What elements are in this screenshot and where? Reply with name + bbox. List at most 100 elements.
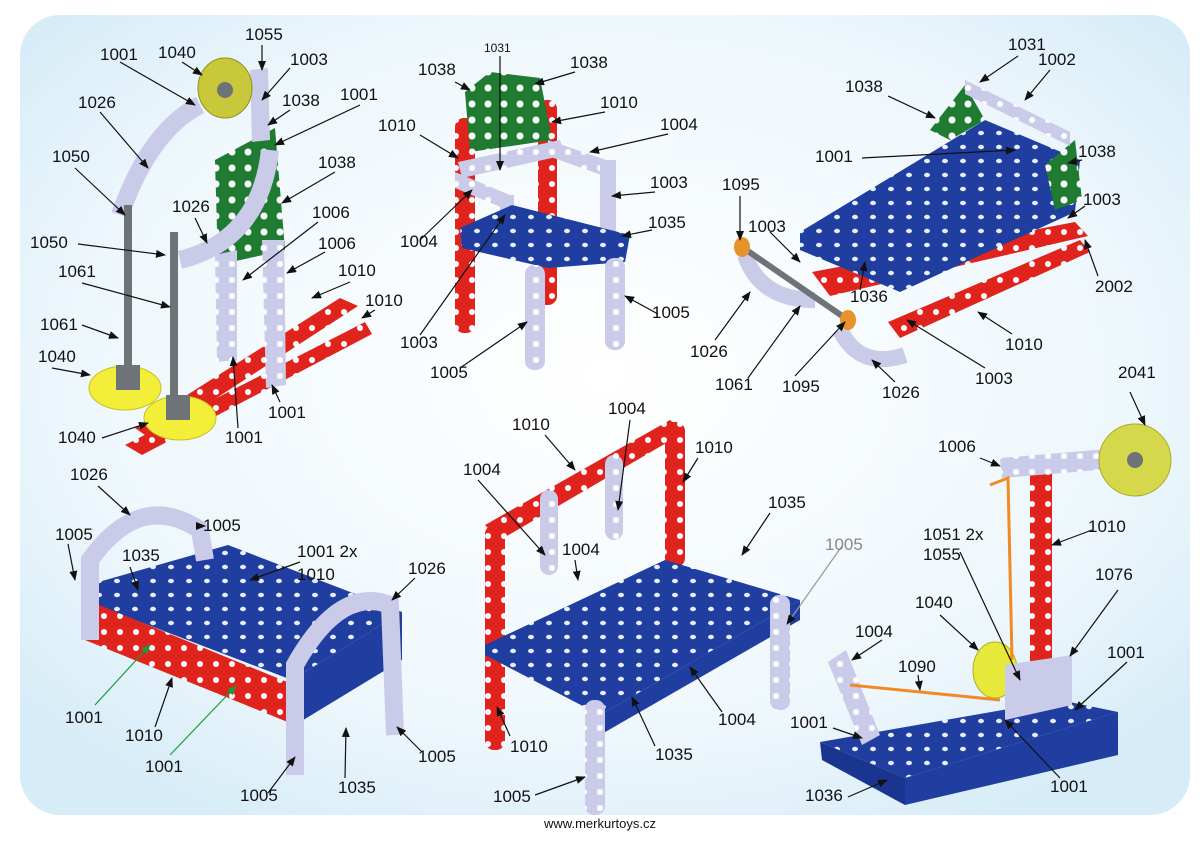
callout-arrow [534,776,586,796]
headboard-strip [965,80,1070,146]
callout-arrow [94,644,151,706]
part-number-label: 1040 [58,428,96,447]
callout-arrow [887,95,936,119]
bench-leg-strip [585,700,605,815]
part-number-label: 1010 [338,261,376,280]
callout-arrow [281,171,336,204]
bench-leg-strip [770,595,790,710]
part-number-label: 1006 [312,203,350,222]
callout-arrow [419,134,459,159]
callout-arrow [51,367,91,378]
lever-strip [828,650,880,745]
axle-rod [740,244,850,323]
part-number-label: 1001 [100,45,138,64]
part-number-label: 1005 [418,747,456,766]
callout-arrow [794,321,846,377]
part-number-label: 1001 [1107,643,1145,662]
red-frame-strip [665,422,685,567]
part-number-label: 1001 [790,713,828,732]
part-number-label: 1003 [290,50,328,69]
model-bed [81,506,404,775]
callout-arrow [1024,69,1051,101]
part-number-label: 1026 [690,342,728,361]
green-back-plate [465,72,552,152]
callout-arrow [129,566,139,591]
model-skier [88,57,372,455]
part-number-label: 1001 [1050,777,1088,796]
backrest-strip [605,455,623,540]
part-number-label: 1001 [340,85,378,104]
part-labels: 1001 1040 1055 1003 1038 1001 1026 1050 1038 1026… [30,25,1156,806]
callout-arrow [939,614,979,651]
part-number-label: 1010 [512,415,550,434]
part-number-label: 1001 2x [297,542,358,561]
part-number-label: 1038 [570,53,608,72]
callout-arrow [741,512,771,556]
part-number-label: 1055 [245,25,283,44]
part-number-label: 1090 [898,657,936,676]
armrest-strip [455,172,510,210]
callout-arrow [267,109,291,126]
part-number-label: 1095 [782,377,820,396]
part-number-label: 1026 [408,559,446,578]
callout-arrow [361,309,376,319]
part-number-label: 1038 [318,153,356,172]
part-number-label: 1003 [1083,190,1121,209]
callout-arrow [859,261,868,291]
callout-arrow [274,104,361,146]
arm-curved-strip [177,148,279,269]
part-number-label: 1010 [125,726,163,745]
callout-arrow [249,561,301,581]
part-number-label: 1035 [122,546,160,565]
callout-arrow [419,214,506,336]
part-number-label: 1036 [805,786,843,805]
part-number-label: 1006 [938,437,976,456]
part-number-label: 1026 [882,383,920,402]
callout-arrow [621,229,653,239]
callout-arrow [534,71,576,86]
part-number-label: 1035 [338,778,376,797]
callout-arrow [832,727,863,739]
part-number-label: 1031 [484,41,511,55]
part-number-label: 1031 [1008,35,1046,54]
blue-seat-front [600,600,800,735]
callout-arrow [341,727,350,779]
part-number-label: 1038 [1078,142,1116,161]
model-chair [455,72,630,370]
part-number-label: 1038 [282,91,320,110]
front-leg-strip [605,258,625,350]
part-number-label: 1010 [1005,335,1043,354]
red-side-strip [82,598,295,725]
part-number-label: 1055 [923,545,961,564]
callout-arrow [747,305,801,379]
part-number-label: 1004 [463,460,501,479]
part-number-label: 1061 [58,262,96,281]
part-number-label: 1001 [268,403,306,422]
green-head-plate [930,85,985,140]
blue-base-plate [820,700,1118,778]
callout-arrow [101,421,149,439]
part-number-label: 1003 [650,173,688,192]
part-number-label: 1005 [493,787,531,806]
blue-base-front [905,712,1118,805]
part-number-label: 1004 [562,540,600,559]
part-number-label: 1040 [915,593,953,612]
callout-arrow [1069,589,1119,657]
callout-arrow [391,577,416,601]
part-number-label: 1076 [1095,565,1133,584]
callout-arrow [419,189,473,241]
part-number-label: 1001 [65,708,103,727]
callout-arrow [1067,205,1086,219]
part-number-label: 1038 [418,60,456,79]
callout-arrow [81,282,171,309]
callout-arrow [271,384,281,403]
callout-arrow [1051,529,1093,546]
part-number-label: 1050 [52,147,90,166]
blue-bed-plate [800,120,1080,292]
callout-arrow [267,756,296,794]
callout-arrow [286,251,326,274]
part-number-label: 1038 [845,77,883,96]
leg-strip [262,240,286,388]
